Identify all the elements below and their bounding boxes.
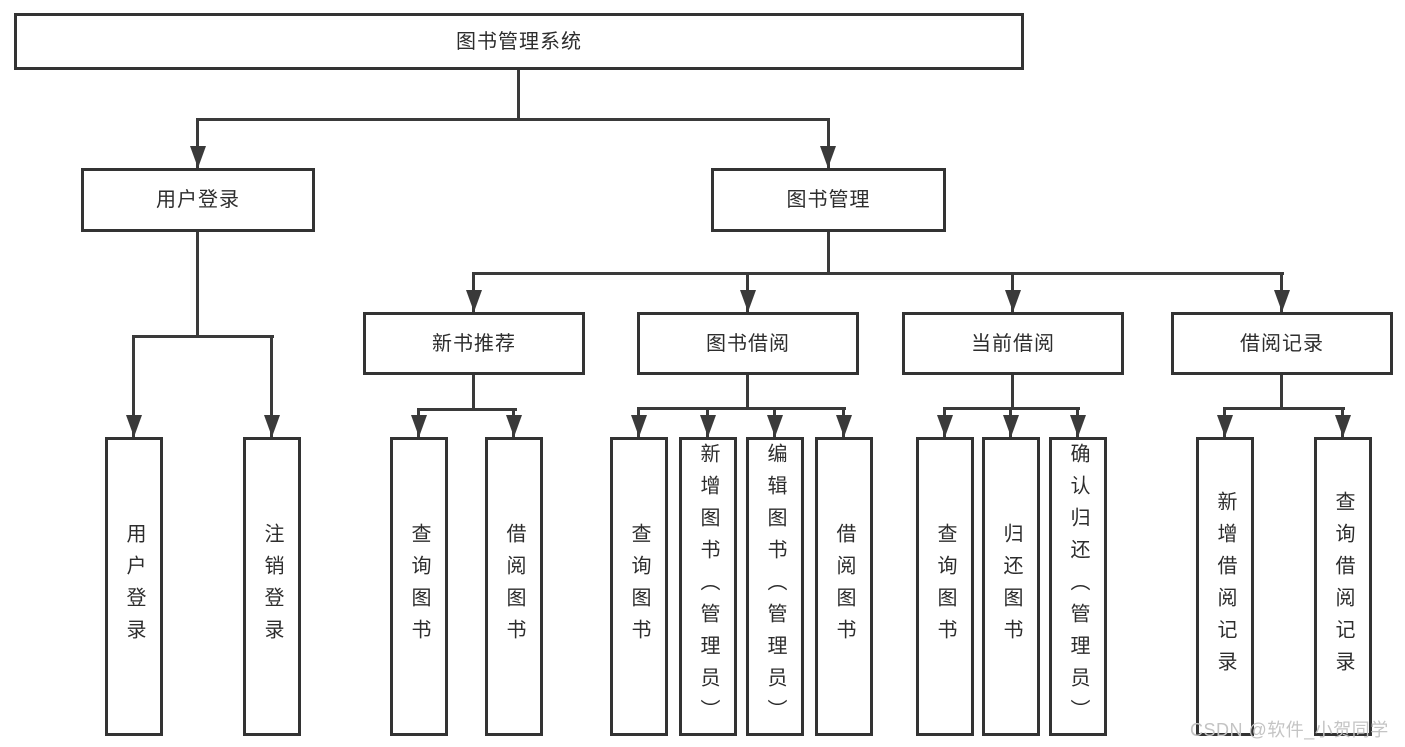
arrowhead-icon — [836, 415, 852, 437]
leaf-return-books: 归还图书 — [982, 437, 1040, 736]
node-borrow-records: 借阅记录 — [1171, 312, 1393, 375]
leaf-edit-books-admin: 编辑图书（管理员） — [746, 437, 804, 736]
connector-line — [270, 335, 273, 437]
leaf-query-borrow-record: 查询借阅记录 — [1314, 437, 1372, 736]
leaf-logout: 注销登录 — [243, 437, 301, 736]
leaf-user-login: 用户登录 — [105, 437, 163, 736]
connector-line — [132, 335, 135, 437]
arrowhead-icon — [700, 415, 716, 437]
connector-line — [196, 232, 199, 335]
arrowhead-icon — [1003, 415, 1019, 437]
arrowhead-icon — [411, 415, 427, 437]
node-current-borrow: 当前借阅 — [902, 312, 1124, 375]
connector-line — [472, 272, 1284, 275]
arrowhead-icon — [767, 415, 783, 437]
arrowhead-icon — [1217, 415, 1233, 437]
arrowhead-icon — [466, 290, 482, 312]
connector-line — [827, 232, 830, 272]
connector-line — [637, 407, 846, 410]
connector-line — [417, 408, 517, 411]
arrowhead-icon — [126, 415, 142, 437]
connector-line — [746, 375, 749, 407]
arrowhead-icon — [264, 415, 280, 437]
leaf-query-books-2: 查询图书 — [610, 437, 668, 736]
connector-line — [1011, 375, 1014, 407]
connector-line — [196, 118, 830, 121]
arrowhead-icon — [631, 415, 647, 437]
connector-line — [132, 335, 274, 338]
leaf-borrow-books-1: 借阅图书 — [485, 437, 543, 736]
connector-line — [1223, 407, 1345, 410]
arrowhead-icon — [1070, 415, 1086, 437]
arrowhead-icon — [937, 415, 953, 437]
arrowhead-icon — [1274, 290, 1290, 312]
connector-line — [517, 70, 520, 118]
leaf-add-books-admin: 新增图书（管理员） — [679, 437, 737, 736]
leaf-borrow-books-2: 借阅图书 — [815, 437, 873, 736]
leaf-add-borrow-record: 新增借阅记录 — [1196, 437, 1254, 736]
arrowhead-icon — [740, 290, 756, 312]
arrowhead-icon — [1005, 290, 1021, 312]
leaf-query-books-3: 查询图书 — [916, 437, 974, 736]
node-new-book-recommend: 新书推荐 — [363, 312, 585, 375]
node-root: 图书管理系统 — [14, 13, 1024, 70]
arrowhead-icon — [190, 146, 206, 168]
arrowhead-icon — [1335, 415, 1351, 437]
node-user-login: 用户登录 — [81, 168, 315, 232]
leaf-confirm-return-admin: 确认归还（管理员） — [1049, 437, 1107, 736]
arrowhead-icon — [820, 146, 836, 168]
connector-line — [196, 118, 199, 168]
arrowhead-icon — [506, 415, 522, 437]
node-book-management: 图书管理 — [711, 168, 946, 232]
connector-line — [1280, 375, 1283, 407]
node-book-borrow: 图书借阅 — [637, 312, 859, 375]
csdn-watermark: CSDN @软件_小贺同学 — [1190, 720, 1389, 740]
connector-line — [827, 118, 830, 168]
leaf-query-books-1: 查询图书 — [390, 437, 448, 736]
connector-line — [472, 375, 475, 408]
